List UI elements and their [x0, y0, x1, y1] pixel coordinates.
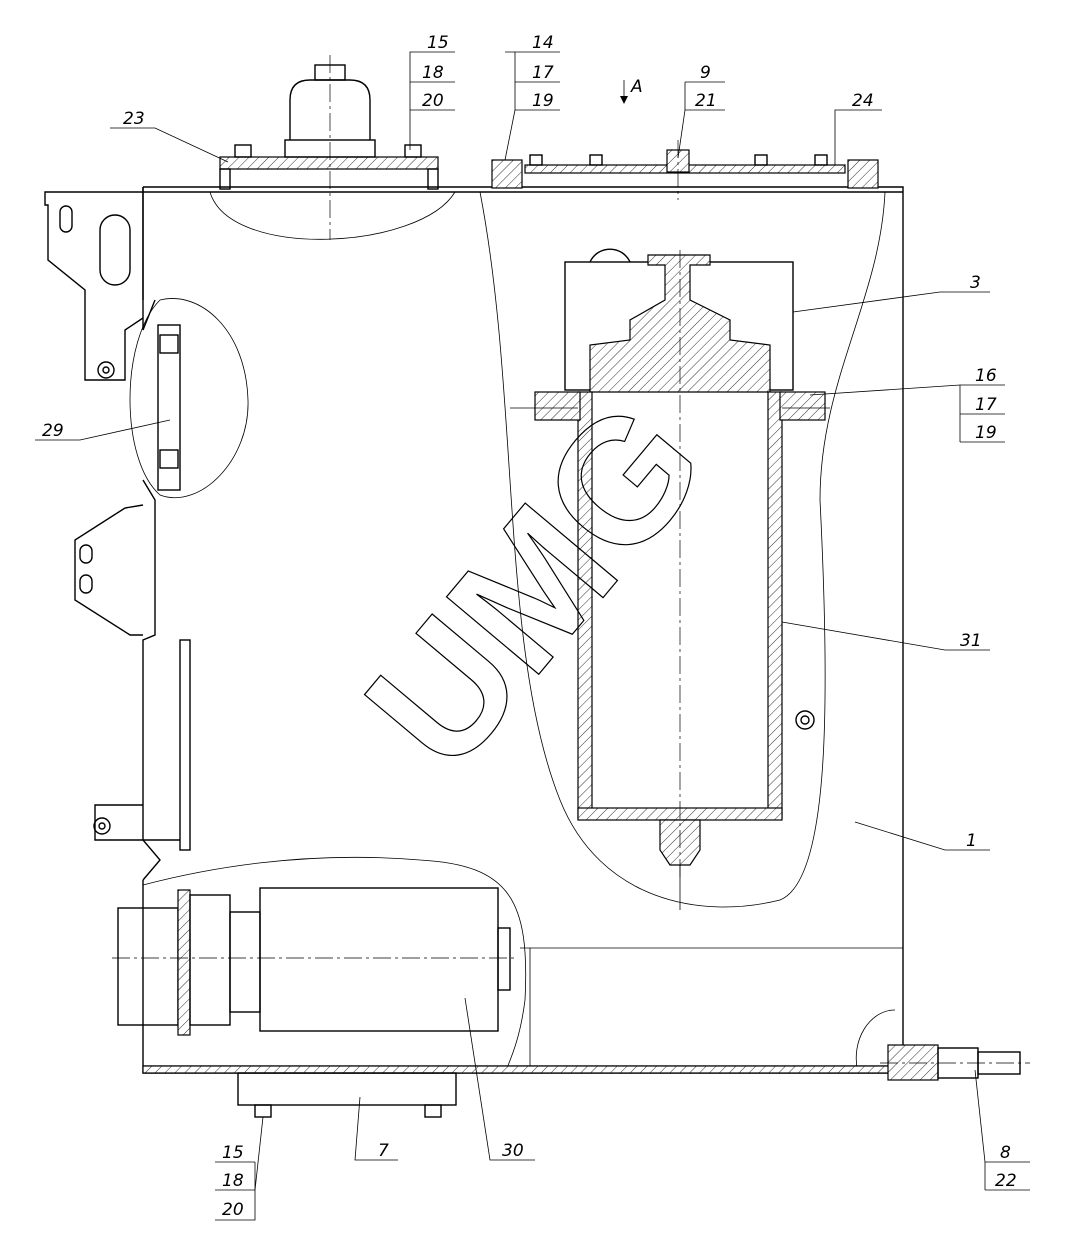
callout-labels: 15 18 20 14 17 19 9 21 23 24 3 16 17 19 … — [42, 33, 1017, 1220]
top-flange-23 — [219, 55, 439, 240]
callout-23: 23 — [123, 109, 145, 129]
callout-17b: 17 — [975, 395, 997, 415]
callout-7: 7 — [378, 1141, 389, 1161]
callout-3: 3 — [970, 273, 981, 293]
callout-29: 29 — [42, 421, 64, 441]
callout-8: 8 — [1000, 1143, 1011, 1163]
callout-24: 24 — [852, 91, 874, 111]
left-bracket — [44, 191, 191, 851]
callout-22: 22 — [995, 1171, 1017, 1191]
fitting-8 — [880, 1044, 1030, 1081]
filter-assembly — [510, 248, 830, 910]
callout-18b: 18 — [222, 1171, 244, 1191]
view-label: A — [630, 77, 643, 97]
callout-21: 21 — [695, 91, 717, 111]
callout-19b: 19 — [975, 423, 997, 443]
top-cover — [491, 140, 879, 200]
tank-body — [142, 186, 904, 1074]
callout-15b: 15 — [222, 1143, 244, 1163]
bottom-plate-7 — [237, 1072, 457, 1118]
callout-18: 18 — [422, 63, 444, 83]
cutaway-top-left — [209, 191, 456, 240]
callout-15: 15 — [427, 33, 449, 53]
callout-17: 17 — [532, 63, 554, 83]
pump-unit-30 — [112, 887, 904, 1074]
callout-16: 16 — [975, 366, 997, 386]
callout-31: 31 — [960, 631, 982, 651]
callout-9: 9 — [700, 63, 711, 83]
callout-20: 20 — [422, 91, 444, 111]
callout-30: 30 — [502, 1141, 524, 1161]
callout-1: 1 — [966, 831, 977, 851]
callout-14: 14 — [532, 33, 554, 53]
callout-19: 19 — [532, 91, 554, 111]
view-arrow-head — [620, 96, 628, 104]
callout-20b: 20 — [222, 1200, 244, 1220]
callouts — [35, 51, 1030, 1221]
cutaway-main — [479, 191, 886, 908]
cutaway-detail — [129, 298, 249, 499]
cutaway-bottom — [142, 856, 527, 1074]
